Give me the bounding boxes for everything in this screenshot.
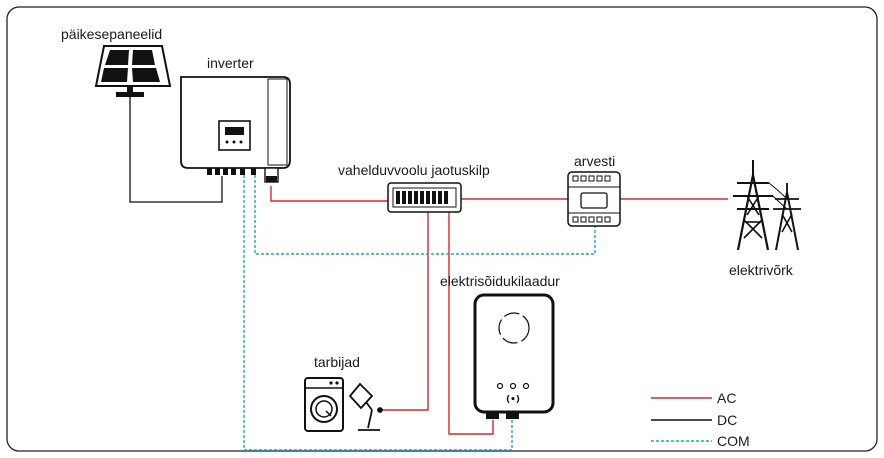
ev-charger-icon: (•) xyxy=(473,293,555,419)
label-loads: tarbijad xyxy=(314,354,360,370)
legend-dc-label: DC xyxy=(717,412,738,428)
label-distribution-board: vahelduvvoolu jaotuskilp xyxy=(338,162,490,178)
dc-wire-solar-inverter xyxy=(129,96,223,203)
power-grid-icon xyxy=(733,160,801,251)
diagram-frame xyxy=(6,6,878,452)
washing-machine-icon xyxy=(304,377,344,432)
solar-panel-icon xyxy=(94,45,172,97)
ac-wires xyxy=(270,186,728,435)
label-solar-panels: päikesepaneelid xyxy=(61,26,163,42)
inverter-icon xyxy=(180,76,291,183)
svg-text:(•): (•) xyxy=(506,395,520,405)
label-inverter: inverter xyxy=(207,55,254,71)
label-ev-charger: elektrisõidukilaadur xyxy=(440,273,560,289)
legend-swatches xyxy=(651,397,712,442)
meter-icon xyxy=(567,171,621,227)
lamp-icon xyxy=(348,382,383,431)
label-meter: arvesti xyxy=(574,153,616,169)
legend-ac-label: AC xyxy=(717,390,737,406)
legend-com-label: COM xyxy=(717,433,750,449)
com-wires xyxy=(243,175,596,451)
label-grid: elektrivõrk xyxy=(729,262,793,278)
distribution-board-icon xyxy=(387,182,462,213)
